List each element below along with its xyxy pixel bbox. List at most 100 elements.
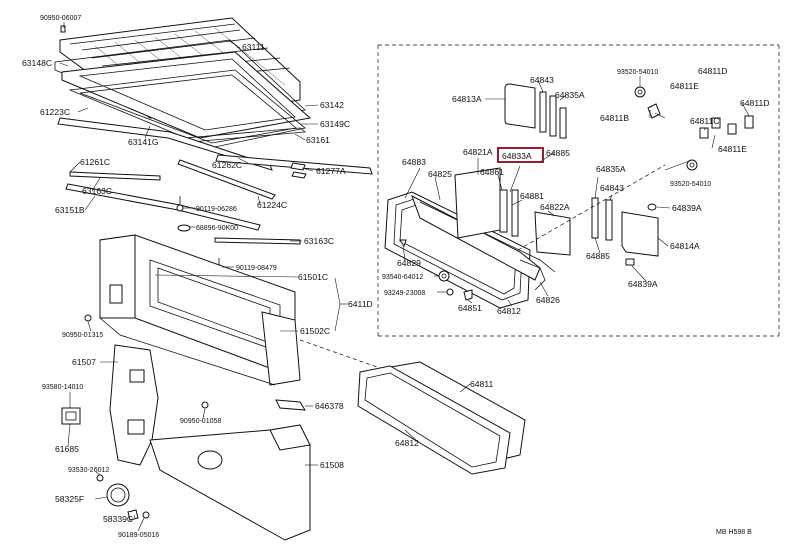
label-61262C[interactable]: 61262C xyxy=(212,160,242,170)
strip-64843-b[interactable] xyxy=(605,199,613,241)
label-64811D-a[interactable]: 64811D xyxy=(698,66,727,76)
label-64885-a[interactable]: 64885 xyxy=(546,148,570,158)
screw-90189-05016[interactable] xyxy=(142,511,150,519)
trim-63163C-b[interactable] xyxy=(214,237,301,245)
label-6411D[interactable]: 6411D xyxy=(348,299,373,309)
latch-64811B[interactable] xyxy=(647,103,661,119)
label-63163C-b[interactable]: 63163C xyxy=(304,236,334,246)
fuel-door-58325F[interactable] xyxy=(106,483,130,507)
label-90950-01315[interactable]: 90950-01315 xyxy=(62,332,103,339)
label-64843-a[interactable]: 64843 xyxy=(530,75,554,85)
label-64811[interactable]: 64811 xyxy=(470,379,493,389)
label-64811D-b[interactable]: 64811D xyxy=(740,98,769,108)
label-61507[interactable]: 61507 xyxy=(72,357,96,367)
label-64821A[interactable]: 64821A xyxy=(463,147,493,157)
glass-panel-64821A[interactable] xyxy=(454,167,501,239)
screw-90950-06007[interactable] xyxy=(60,25,66,33)
label-64814A[interactable]: 64814A xyxy=(670,241,700,251)
label-93580-14010[interactable]: 93580-14010 xyxy=(42,384,83,391)
label-64811E-a[interactable]: 64811E xyxy=(670,81,699,91)
label-64811E-b[interactable]: 64811E xyxy=(718,144,747,154)
roof-side-rail-61262C[interactable] xyxy=(57,117,273,171)
label-63163C-a[interactable]: 63163C xyxy=(82,186,112,196)
label-63161[interactable]: 63161 xyxy=(306,135,330,145)
label-61277A[interactable]: 61277A xyxy=(316,166,346,176)
screw-90950-01315[interactable] xyxy=(84,314,92,322)
label-63141G[interactable]: 63141G xyxy=(128,137,159,147)
label-64829[interactable]: 64829 xyxy=(397,258,421,268)
plug-93530-26012[interactable] xyxy=(96,474,104,482)
label-64861[interactable]: 64861 xyxy=(480,167,504,177)
label-64811C[interactable]: 64811C xyxy=(690,116,719,126)
label-64835A-a[interactable]: 64835A xyxy=(555,90,585,100)
label-646378[interactable]: 646378 xyxy=(315,401,344,411)
plug-93580-14010[interactable] xyxy=(61,407,81,425)
label-61224C[interactable]: 61224C xyxy=(257,200,287,210)
latch-64811E[interactable] xyxy=(711,117,737,135)
label-61223C[interactable]: 61223C xyxy=(40,107,70,117)
latch-64811D[interactable] xyxy=(744,115,754,129)
window-channel-64861[interactable] xyxy=(411,194,541,281)
clip-90950-01058[interactable] xyxy=(201,401,209,409)
label-93530-26012[interactable]: 93530-26012 xyxy=(68,467,109,474)
label-64839A-b[interactable]: 64839A xyxy=(628,279,658,289)
label-90189-05016[interactable]: 90189-05016 xyxy=(118,532,159,539)
label-64822A[interactable]: 64822A xyxy=(540,202,570,212)
label-64825[interactable]: 64825 xyxy=(428,169,452,179)
clip-93249-23008[interactable] xyxy=(446,288,454,296)
label-90119-06286[interactable]: 90119-06286 xyxy=(196,206,237,213)
label-64826[interactable]: 64826 xyxy=(536,295,560,305)
clip-61277A[interactable] xyxy=(290,162,307,179)
label-68896-90K00[interactable]: 68896-90K00 xyxy=(196,225,238,232)
label-64811B[interactable]: 64811B xyxy=(600,113,629,123)
roof-frame-63142[interactable] xyxy=(61,51,312,139)
label-64881[interactable]: 64881 xyxy=(520,191,544,201)
clip-58339C[interactable] xyxy=(127,509,139,521)
window-seal-64881[interactable] xyxy=(499,189,519,237)
label-90119-08479[interactable]: 90119-08479 xyxy=(236,265,277,272)
quarter-inner-panel-61507[interactable] xyxy=(109,344,159,466)
clip-64839A-a[interactable] xyxy=(647,203,657,211)
clip-64851[interactable] xyxy=(463,289,473,301)
side-glass-64814A[interactable] xyxy=(621,211,659,257)
screw-93540-64012[interactable] xyxy=(438,270,450,282)
rear-body-panel-61501C[interactable] xyxy=(99,234,301,386)
label-63151B[interactable]: 63151B xyxy=(55,205,85,215)
rear-window-weatherstrip-64812[interactable] xyxy=(357,365,511,475)
clip-68896-90K00[interactable] xyxy=(177,224,191,232)
label-61501C[interactable]: 61501C xyxy=(298,272,328,282)
screw-93520-54010-a[interactable] xyxy=(634,86,646,98)
label-58325F[interactable]: 58325F xyxy=(55,494,84,504)
strip-64835A-a[interactable] xyxy=(549,95,567,139)
hinge-646378[interactable] xyxy=(275,399,306,411)
latch-64811C[interactable] xyxy=(699,127,709,139)
label-64835A-b[interactable]: 64835A xyxy=(596,164,626,174)
label-61685[interactable]: 61685 xyxy=(55,444,79,454)
side-glass-64813A[interactable] xyxy=(504,83,536,129)
label-61261C[interactable]: 61261C xyxy=(80,157,110,167)
label-64883[interactable]: 64883 xyxy=(402,157,426,167)
strip-64843-a[interactable] xyxy=(539,91,547,133)
label-93249-23008[interactable]: 93249-23008 xyxy=(384,290,425,297)
label-90950-01058[interactable]: 90950-01058 xyxy=(180,418,221,425)
label-64885-b[interactable]: 64885 xyxy=(586,251,610,261)
label-64833A[interactable]: 64833A xyxy=(502,151,532,161)
label-93520-54010-b[interactable]: 93520-54010 xyxy=(670,181,711,188)
screw-90119-06286[interactable] xyxy=(176,196,184,212)
clip-64839A-b[interactable] xyxy=(625,258,635,266)
label-93540-64012[interactable]: 93540-64012 xyxy=(382,274,423,281)
quarter-outer-panel-61508[interactable] xyxy=(149,424,311,541)
trim-63163C-a[interactable] xyxy=(69,171,161,181)
label-64812[interactable]: 64812 xyxy=(395,438,419,448)
label-90950-06007[interactable]: 90950-06007 xyxy=(40,15,81,22)
label-63149C[interactable]: 63149C xyxy=(320,119,350,129)
label-64843-b[interactable]: 64843 xyxy=(600,183,624,193)
label-64851[interactable]: 64851 xyxy=(458,303,482,313)
weatherstrip-64826[interactable] xyxy=(519,259,546,291)
label-63148C[interactable]: 63148C xyxy=(22,58,52,68)
label-58339C[interactable]: 58339C xyxy=(103,514,133,524)
roof-side-rail-61224C[interactable] xyxy=(177,154,373,200)
label-63111[interactable]: 63111 xyxy=(242,42,265,52)
label-64839A-a[interactable]: 64839A xyxy=(672,203,702,213)
label-61508[interactable]: 61508 xyxy=(320,460,344,470)
